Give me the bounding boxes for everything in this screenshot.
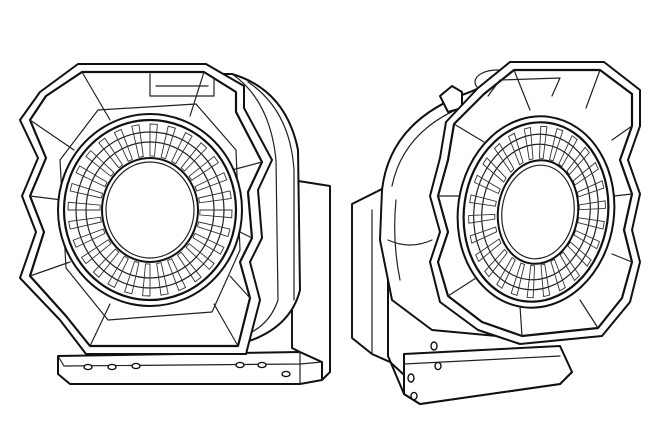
left-grille-fin [160, 125, 176, 160]
right-grille-fin [559, 251, 581, 282]
left-grille-fin [176, 251, 202, 283]
right-grille-fin [496, 256, 516, 289]
left-grille-fin [98, 137, 124, 169]
left-grille-fin [167, 258, 187, 292]
right-grille-fin [550, 258, 566, 292]
left-grille-fin [92, 248, 120, 278]
left-grille-fin [194, 172, 228, 192]
left-grille-fin [124, 260, 140, 295]
left-grille-fin [85, 149, 115, 177]
left-grille-fin [72, 228, 106, 248]
left-grille-fin [67, 201, 101, 211]
right-grille-fin [469, 194, 497, 207]
left-grille-fin [142, 263, 151, 297]
left-grille-fin [192, 232, 225, 255]
left-siren-speaker [19, 63, 331, 385]
right-grille-fin [540, 263, 551, 298]
left-grille-fin [107, 255, 129, 289]
right-grille-fin [523, 126, 534, 161]
right-grille-fin [473, 174, 501, 195]
left-grille-fin [188, 155, 220, 181]
left-driver-grille [57, 113, 243, 307]
right-grille-fin [538, 125, 548, 159]
left-grille-fin [131, 124, 144, 158]
left-grille-fin [198, 190, 232, 204]
left-grille-fin [196, 221, 231, 238]
left-mounting-bracket [57, 179, 331, 385]
right-grille-fin [482, 157, 507, 183]
right-grille-fin [567, 241, 592, 267]
right-grille-fin [475, 238, 502, 263]
left-grille-fin [113, 128, 133, 162]
left-radial-fins [67, 123, 233, 297]
left-grille-fin [149, 123, 158, 157]
left-grille-fin [185, 243, 215, 271]
right-grille-fin [484, 248, 508, 278]
right-grille-fin [508, 132, 524, 166]
left-grille-fin [156, 262, 169, 296]
left-grille-fin [75, 165, 108, 188]
right-grille-fin [493, 142, 515, 173]
left-grille-fin [69, 182, 104, 199]
right-siren-speaker [351, 61, 641, 405]
right-grille-fin [510, 262, 526, 296]
left-grille-fin [171, 131, 193, 165]
right-grille-fin [566, 146, 590, 176]
right-mounting-bracket [351, 185, 573, 405]
left-grille-fin [180, 142, 208, 172]
right-radial-fins [468, 125, 606, 299]
right-grille-fin [558, 135, 578, 168]
right-grille-fin [548, 128, 564, 162]
left-grille-fin [68, 216, 102, 230]
right-grille-fin [469, 226, 498, 244]
right-driver-grille [456, 115, 616, 309]
right-grille-fin [526, 265, 536, 299]
left-grille-fin [199, 209, 233, 219]
left-grille-fin [80, 239, 112, 265]
right-grille-fin [468, 213, 496, 224]
